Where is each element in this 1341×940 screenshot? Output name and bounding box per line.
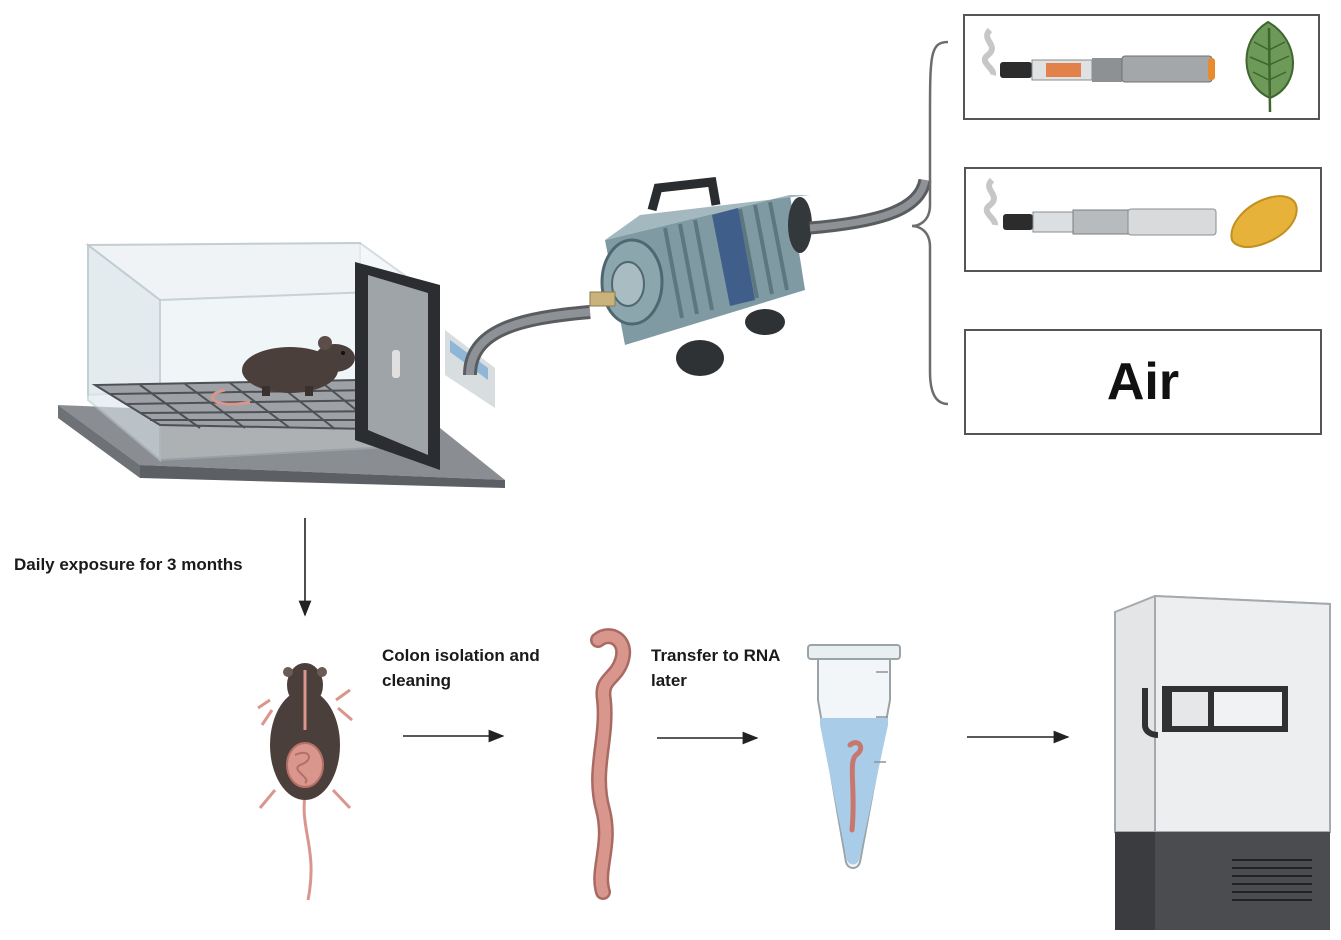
e-cigarette-icon: [1000, 55, 1215, 83]
e-cigarette-icon: [1003, 208, 1217, 236]
air-pump: [589, 177, 812, 376]
smoke-icon: [981, 27, 997, 76]
leaf-icon: [1245, 20, 1294, 113]
colon-step-label: Colon isolation and cleaning: [382, 646, 540, 690]
air-label: Air: [1106, 353, 1180, 411]
mouse-in-chamber: [211, 336, 355, 406]
transfer-step-label: Transfer to RNA later: [651, 646, 780, 690]
freezer-icon: [1114, 594, 1331, 930]
dissected-mouse: [257, 663, 353, 901]
options-brace: [911, 40, 949, 406]
exposure-label: Daily exposure for 3 months: [14, 555, 243, 574]
option-ecig-mango: [964, 167, 1322, 272]
smoke-icon: [983, 177, 998, 226]
rna-later-tube: [807, 644, 901, 869]
door-handle: [392, 350, 400, 378]
option-air-box: [964, 329, 1322, 435]
colon-icon: [590, 628, 632, 900]
mango-icon: [1230, 195, 1298, 249]
option-ecig-leaf: [963, 14, 1320, 120]
